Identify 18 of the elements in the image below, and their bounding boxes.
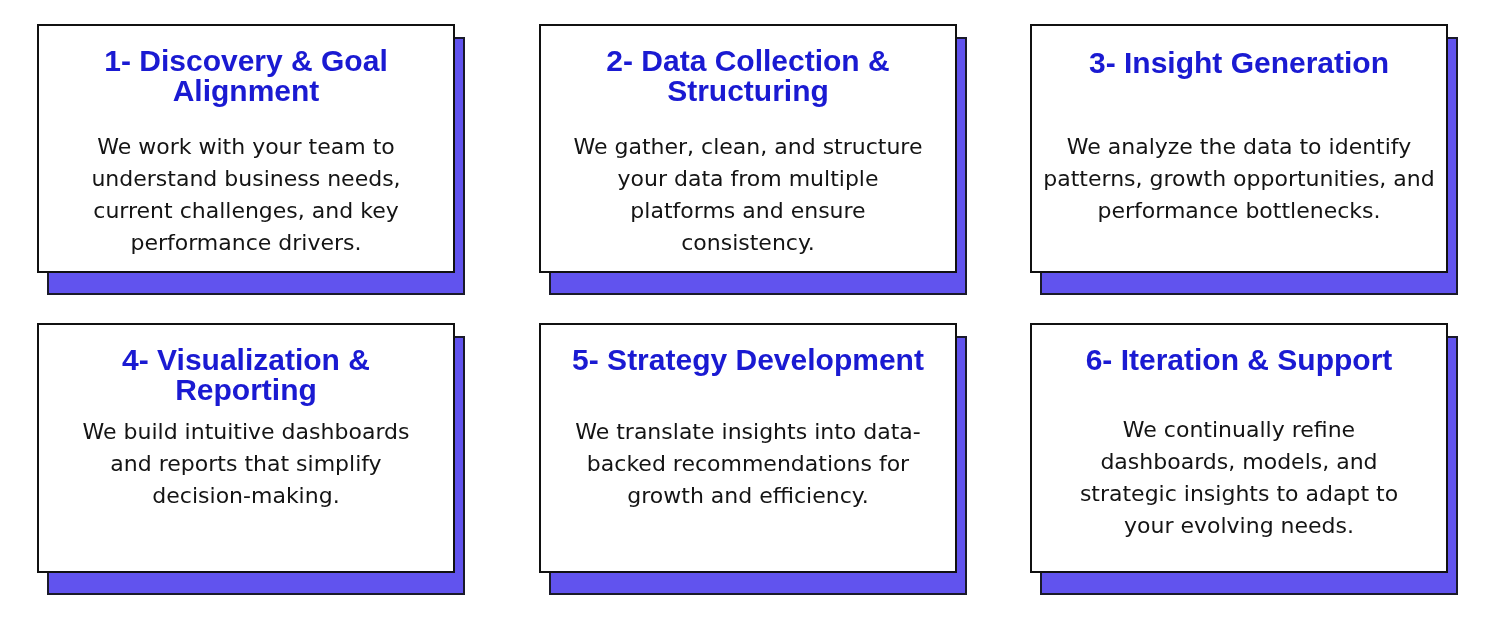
step-title: 1- Discovery & Goal Alignment bbox=[103, 46, 389, 106]
step-title: 5- Strategy Development bbox=[571, 345, 925, 375]
step-card bbox=[539, 24, 957, 273]
step-title: 2- Data Collection & Structuring bbox=[605, 46, 891, 106]
step-card bbox=[539, 323, 957, 573]
step-description: We gather, clean, and structure your data from multiple platforms and ensure consistency. bbox=[572, 133, 924, 257]
step-card bbox=[37, 24, 455, 273]
step-title: 6- Iteration & Support bbox=[1084, 345, 1394, 375]
step-card bbox=[1030, 323, 1448, 573]
step-card bbox=[1030, 24, 1448, 273]
step-description: We analyze the data to identify patterns, growth opportunities, and performance bottlenecks. bbox=[1042, 133, 1436, 225]
step-description: We translate insights into data-backed recommendations for growth and efficiency. bbox=[574, 418, 922, 510]
step-description: We work with your team to understand business needs, current challenges, and key performance drivers. bbox=[90, 133, 402, 257]
step-description: We build intuitive dashboards and reports that simplify decision-making. bbox=[81, 418, 411, 510]
step-card bbox=[37, 323, 455, 573]
step-description: We continually refine dashboards, models, and strategic insights to adapt to your evolving needs. bbox=[1078, 416, 1400, 540]
step-title: 4- Visualization & Reporting bbox=[121, 345, 371, 405]
step-title: 3- Insight Generation bbox=[1088, 48, 1390, 78]
